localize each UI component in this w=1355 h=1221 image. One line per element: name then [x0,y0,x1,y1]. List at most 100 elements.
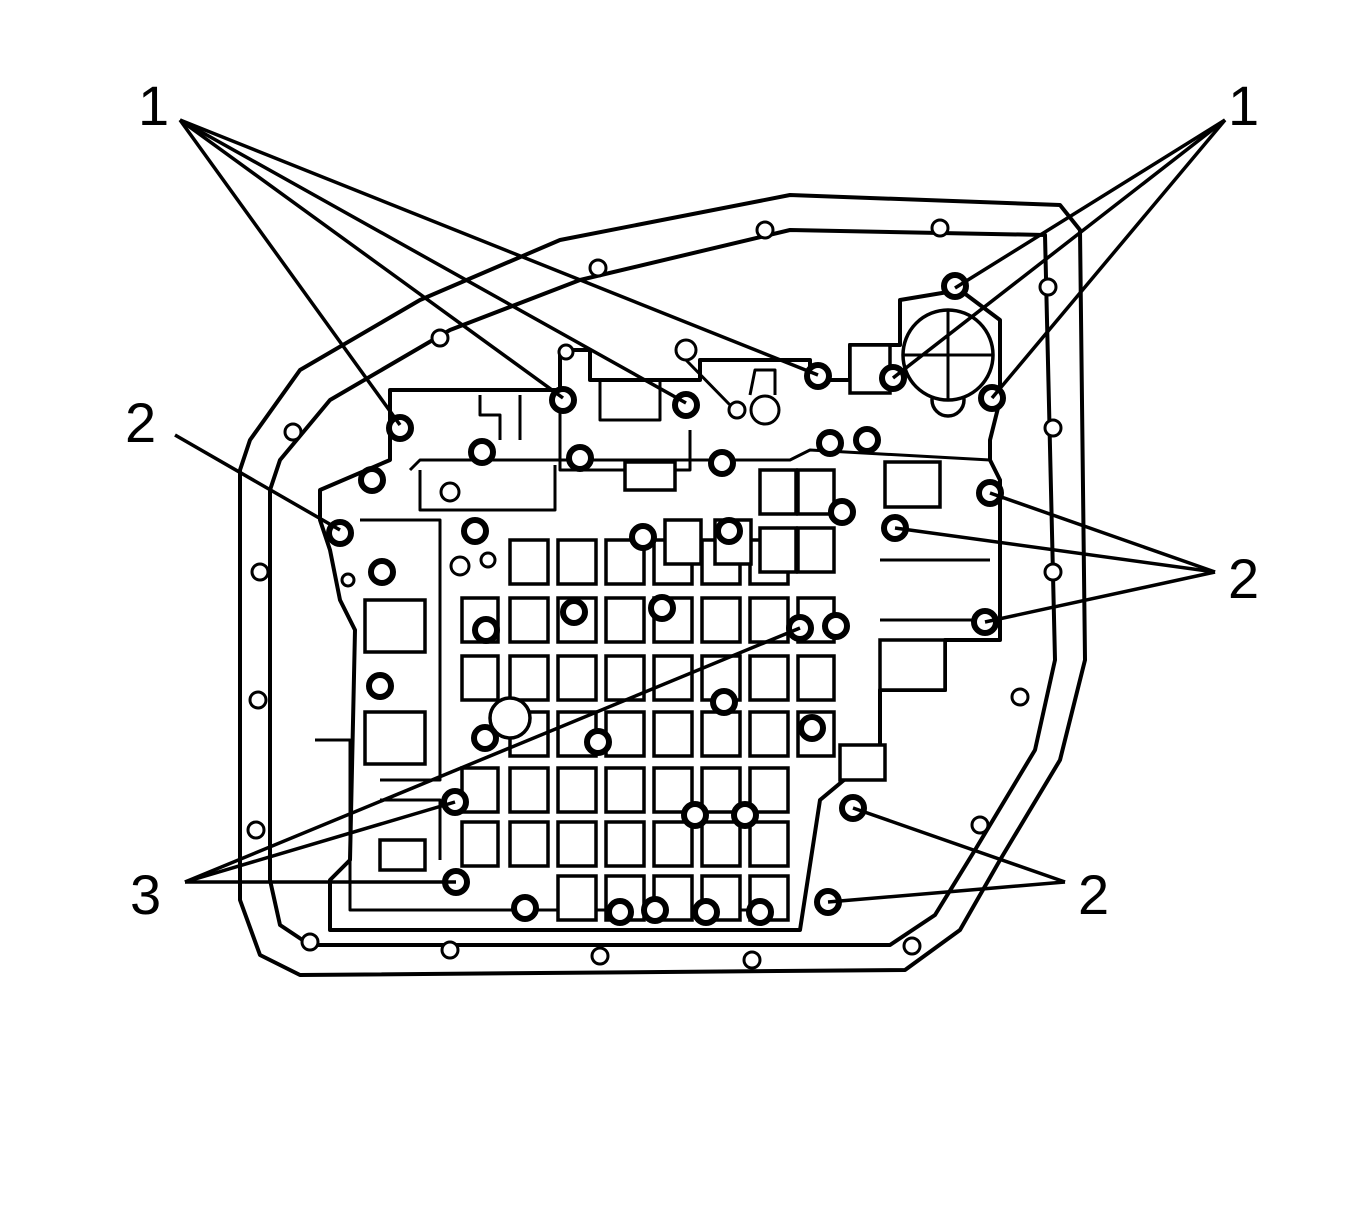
bolt [472,616,500,644]
bolt [471,724,499,752]
detail-shapes [340,308,995,872]
detail-block [883,460,942,509]
check-ball [674,338,698,362]
detail-block [363,710,427,766]
bolt [708,449,736,477]
leader-2-right-a [989,491,1216,574]
case-hole [588,258,608,278]
grid-cell [604,820,646,868]
bolt [358,466,386,494]
check-ball [557,343,575,361]
leader-1-right-b [891,118,1227,380]
grid-cell [460,820,500,868]
bolt [798,714,826,742]
case-hole [248,690,268,710]
grid-cell [652,654,694,702]
plug [488,696,532,740]
case-hole [430,328,450,348]
case-hole [755,220,775,240]
valve-body-bolts [326,272,1006,926]
bolt [853,426,881,454]
grid-cell [748,766,790,814]
bolt [746,898,774,926]
grid-cell [700,710,742,758]
leader-1-right-a [954,118,1226,290]
callout-2-bottom: 2 [1078,863,1109,926]
grid-cell [700,596,742,644]
bolt [511,894,539,922]
grid-cell [652,820,694,868]
leader-1-left-d [179,118,819,377]
grid-cell [556,874,598,922]
bolt [641,896,669,924]
detail-block [363,598,427,654]
grid-cell [700,766,742,814]
left-channel [315,518,760,912]
grid-cell [508,538,550,586]
case-outer-outline [238,193,1087,977]
grid-cell [556,766,598,814]
case-hole [1043,562,1063,582]
grid-cell [604,596,646,644]
bolt [692,898,720,926]
check-ball [479,551,497,569]
case-hole [902,936,922,956]
detail-block [878,638,947,692]
grid-cell [508,654,550,702]
check-ball [749,394,781,426]
case-hole [283,422,303,442]
case-hole [300,932,320,952]
bolt [468,438,496,466]
grid-cell [748,820,790,868]
grid-cell [556,654,598,702]
bolt [681,801,709,829]
bolt [804,362,832,390]
case-hole [246,820,266,840]
grid-cell [796,654,836,702]
callout-1-right: 1 [1228,74,1259,137]
valve-body-outline [318,288,1002,932]
case-hole [742,950,762,970]
callout-2-right: 2 [1228,547,1259,610]
grid-cell [556,820,598,868]
top-channels [418,380,692,512]
case-bolt-holes [246,218,1063,970]
detail-block [838,743,887,782]
grid-cell [460,654,500,702]
grid-cell [758,468,798,516]
leader-2-right-c [984,570,1216,624]
callout-1-left: 1 [138,74,169,137]
callout-3: 3 [130,863,161,926]
check-ball [340,572,356,588]
detail-block [623,460,677,492]
case-hole [1038,277,1058,297]
valve-body-grid [460,468,836,922]
grid-cell [796,526,836,574]
bolt [606,898,634,926]
leader-2-right-b [894,526,1216,574]
grid-cell [508,766,550,814]
leader-1-left-a [178,118,402,427]
leader-1-left-b [178,118,565,400]
leader-1-left-c [179,118,687,405]
grid-cell [700,820,742,868]
bolt [715,517,743,545]
bolt [560,598,588,626]
check-ball [439,481,461,503]
grid-cell [604,766,646,814]
grid-cell [796,468,836,516]
grid-cell [508,596,550,644]
leader-3-a [184,626,801,884]
bolt [584,728,612,756]
grid-cell [758,526,798,574]
bolt [366,672,394,700]
bolt [822,612,850,640]
case-hole [590,946,610,966]
grid-cell [604,710,646,758]
leader-3-b [184,800,456,884]
check-ball [727,400,747,420]
case-hole [250,562,270,582]
grid-cell [508,820,550,868]
